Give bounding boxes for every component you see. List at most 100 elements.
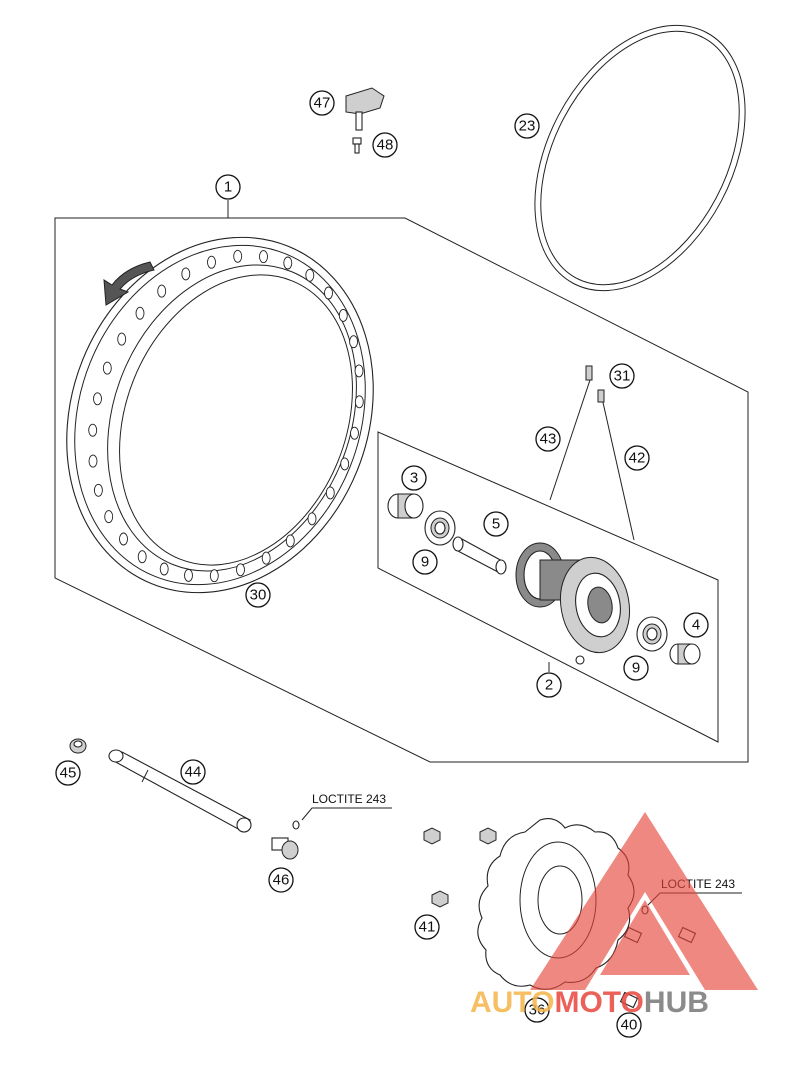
watermark-triangle-logo <box>530 812 758 990</box>
spoke-hole <box>181 267 191 281</box>
spoke-hole <box>209 569 219 583</box>
callout-44: 44 <box>180 759 206 785</box>
callout-30: 30 <box>245 582 271 608</box>
svg-text:42: 42 <box>629 450 646 467</box>
spoke-hole <box>233 249 243 263</box>
callout-46: 46 <box>268 867 294 893</box>
svg-text:43: 43 <box>540 431 557 448</box>
svg-text:48: 48 <box>377 137 394 154</box>
watermark-text-auto: AUTO <box>470 986 554 1019</box>
rim-spoke-holes <box>88 249 364 583</box>
rim-assembly-frame <box>54 217 749 763</box>
spoke-hole <box>325 486 335 500</box>
spoke-hole <box>350 426 359 440</box>
callout-42: 42 <box>624 445 650 471</box>
callout-4: 4 <box>683 612 709 638</box>
svg-text:9: 9 <box>421 554 429 571</box>
callout-5: 5 <box>483 511 509 537</box>
axle-clamp-screw-part <box>271 820 300 860</box>
callout-48: 48 <box>372 132 398 158</box>
svg-text:31: 31 <box>614 368 631 385</box>
spoke-hole <box>207 255 216 269</box>
part-callouts: 1 2 3 4 5 9 9 23 30 31 36 40 41 42 43 44… <box>55 90 709 1038</box>
spoke-hole <box>285 534 295 548</box>
callout-36: 36 <box>524 997 550 1023</box>
svg-text:4: 4 <box>692 617 700 634</box>
spoke-hole <box>135 306 145 320</box>
spoke-hole <box>184 568 193 582</box>
callout-2: 2 <box>536 672 562 698</box>
spoke-hole <box>307 512 317 526</box>
callout-41: 41 <box>414 914 440 940</box>
svg-text:47: 47 <box>314 95 331 112</box>
spoke-hole <box>259 250 268 264</box>
spoke-hole <box>88 454 98 468</box>
callout-31: 31 <box>609 363 635 389</box>
spoke-hole <box>93 483 103 497</box>
callout-45: 45 <box>55 760 81 786</box>
axle-nut-part <box>69 738 87 754</box>
callout-40: 40 <box>616 1012 642 1038</box>
spoke-hole <box>102 361 112 375</box>
spoke-hole <box>104 510 114 524</box>
wheel-hub-part <box>515 542 631 665</box>
callout-9-right: 9 <box>623 655 649 681</box>
callout-3: 3 <box>401 465 427 491</box>
svg-text:30: 30 <box>250 587 267 604</box>
callout-23: 23 <box>514 113 540 139</box>
spacer-right-part <box>669 643 701 665</box>
callout-9-left: 9 <box>412 549 438 575</box>
spoke-hole <box>324 286 333 300</box>
svg-text:23: 23 <box>519 118 536 135</box>
svg-text:3: 3 <box>410 470 418 487</box>
spoke-hole <box>93 392 102 406</box>
spoke-hole <box>157 284 167 298</box>
svg-text:5: 5 <box>492 516 500 533</box>
spoke-hole <box>159 562 169 576</box>
spoke-hole <box>349 335 359 349</box>
svg-text:40: 40 <box>621 1017 638 1034</box>
loctite-note-axle: LOCTITE 243 <box>312 792 386 806</box>
spoke-hole <box>137 550 147 564</box>
spoke-hole <box>117 332 127 346</box>
spoke-hole <box>236 563 245 577</box>
callout-47: 47 <box>309 90 335 116</box>
svg-text:41: 41 <box>419 919 436 936</box>
watermark-text-hub: HUB <box>644 986 709 1019</box>
spoke-hole <box>283 256 293 270</box>
rim-lock-part <box>345 87 385 131</box>
spoke-hole <box>354 364 364 378</box>
spoke-hole <box>354 395 364 409</box>
wheel-axle-part <box>108 749 252 833</box>
spoke-hole <box>305 268 315 282</box>
svg-text:46: 46 <box>273 872 290 889</box>
svg-text:1: 1 <box>224 179 232 196</box>
bearing-left-part <box>424 510 456 546</box>
svg-text:44: 44 <box>185 764 202 781</box>
callout-43: 43 <box>535 426 561 452</box>
spoke-hole <box>340 457 350 471</box>
callout-1: 1 <box>215 174 241 200</box>
spoke-hole <box>338 308 348 322</box>
spoke-hole <box>119 532 128 546</box>
svg-text:45: 45 <box>60 765 77 782</box>
spoke-hole <box>261 551 271 565</box>
svg-text:AUTOMOTOHUB: AUTOMOTOHUB <box>470 986 709 1019</box>
hub-assembly-frame <box>377 431 719 743</box>
rotation-arrow-icon <box>103 261 155 306</box>
distance-sleeve-part <box>452 536 507 575</box>
spokes <box>549 365 635 541</box>
tire-band <box>534 24 746 292</box>
disc-nuts <box>423 827 497 908</box>
svg-text:2: 2 <box>545 677 553 694</box>
watermark-text-moto: MOTO <box>554 986 643 1019</box>
valve-nut-part <box>352 137 362 154</box>
wheel-rim <box>66 236 374 594</box>
spacer-left-part <box>387 493 424 519</box>
bearing-right-part <box>636 616 668 652</box>
svg-text:9: 9 <box>632 660 640 677</box>
svg-text:36: 36 <box>529 1002 546 1019</box>
automotohub-watermark: AUTOMOTOHUB <box>470 812 758 1019</box>
spoke-hole <box>88 423 98 437</box>
